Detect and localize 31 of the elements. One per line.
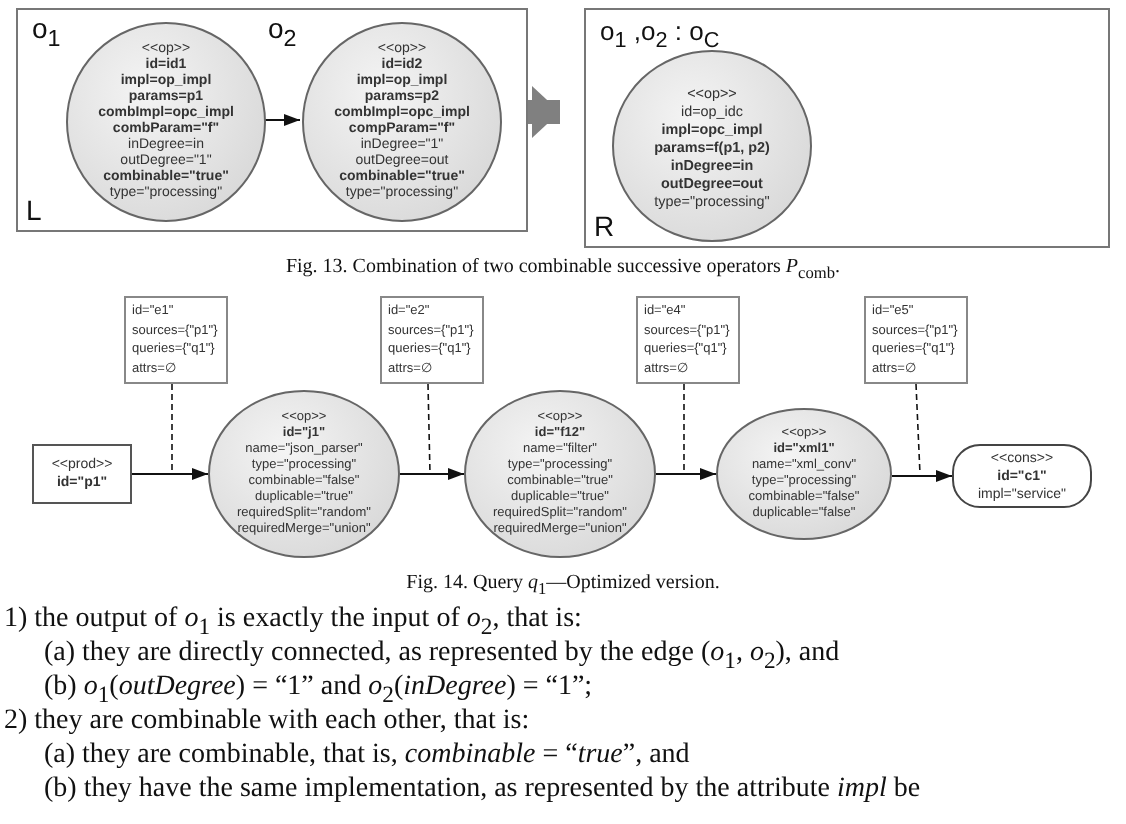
leader-line bbox=[915, 383, 921, 475]
figure-caption: Fig. 14. Query q$_{1}$—Optimized version. bbox=[404, 572, 722, 598]
consumer-box bbox=[952, 444, 1092, 508]
list-item: (a) they are combinable, that is, combinable = “true”, and bbox=[44, 740, 690, 772]
operator-name: o$_{2}$ bbox=[268, 12, 297, 52]
list-item: 2) they are combinable with each other, that is: bbox=[4, 706, 530, 738]
list-item: (b) o$_{1}$(outDegree) = “1” and o$_{2}$(inDegree) = “1”; bbox=[44, 672, 593, 708]
diagram-panel bbox=[16, 8, 528, 232]
edge-note bbox=[864, 296, 968, 384]
list-item: (b) they have the same implementation, as represented by the attribute impl be bbox=[44, 774, 921, 806]
operator-name: o$_{1}$ bbox=[32, 12, 61, 52]
arrow bbox=[399, 468, 465, 480]
leader-line bbox=[427, 383, 431, 475]
list-item: 1) the output of o$_{1}$ is exactly the input of o$_{2}$, that is: bbox=[4, 604, 582, 640]
arrow bbox=[655, 468, 717, 480]
transformation-arrow bbox=[528, 86, 560, 138]
producer-box bbox=[32, 444, 132, 504]
operator-name: o$_{1}$ ,o$_{2}$ : o$_{C}$ bbox=[600, 16, 720, 54]
leader-line bbox=[683, 383, 685, 475]
arrow bbox=[890, 470, 953, 482]
arrow bbox=[131, 468, 209, 480]
arrow bbox=[263, 114, 301, 126]
edge-note bbox=[124, 296, 228, 384]
panel-label: L bbox=[26, 194, 42, 226]
list-item: (a) they are directly connected, as represented by the edge (o$_{1}$, o$_{2}$), and bbox=[44, 638, 840, 674]
diagram-panel bbox=[584, 8, 1110, 248]
figure-caption: Fig. 13. Combination of two combinable successive operators P$_{comb}$. bbox=[283, 256, 843, 282]
panel-label: R bbox=[594, 210, 615, 242]
leader-line bbox=[171, 383, 173, 475]
edge-note bbox=[380, 296, 484, 384]
edge-note bbox=[636, 296, 740, 384]
